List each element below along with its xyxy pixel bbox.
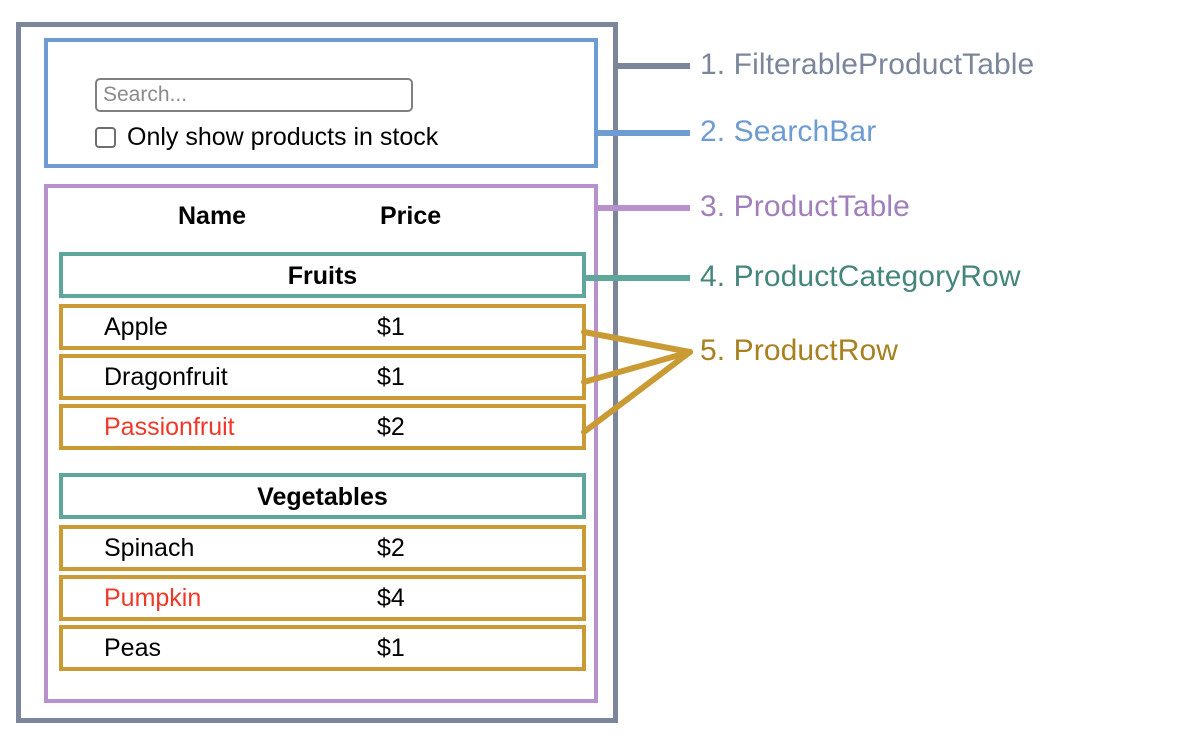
search-input[interactable] xyxy=(95,78,413,112)
product-row: Peas $1 xyxy=(59,625,586,671)
product-price: $4 xyxy=(377,584,405,612)
annotation-label-search-bar: 2. SearchBar xyxy=(700,115,877,148)
product-name: Passionfruit xyxy=(104,413,235,441)
in-stock-checkbox-label: Only show products in stock xyxy=(127,123,439,151)
product-name: Pumpkin xyxy=(104,584,202,612)
product-name: Dragonfruit xyxy=(104,363,228,391)
product-category-row: Vegetables xyxy=(59,473,586,519)
category-label: Vegetables xyxy=(257,483,388,511)
annotation-label-product-category-row: 4. ProductCategoryRow xyxy=(700,260,1021,293)
annotation-label-product-table: 3. ProductTable xyxy=(700,190,910,223)
column-header-price: Price xyxy=(380,202,442,230)
product-row: Dragonfruit $1 xyxy=(59,354,586,400)
product-row: Passionfruit $2 xyxy=(59,404,586,450)
in-stock-checkbox[interactable] xyxy=(95,127,116,148)
product-price: $2 xyxy=(377,413,405,441)
product-name: Apple xyxy=(104,313,168,341)
product-category-row: Fruits xyxy=(59,252,586,298)
product-name: Peas xyxy=(104,634,161,662)
product-name: Spinach xyxy=(104,534,195,562)
product-row: Apple $1 xyxy=(59,304,586,350)
product-table-header: Name Price xyxy=(58,198,584,242)
product-price: $1 xyxy=(377,634,405,662)
annotation-label-filterable-product-table: 1. FilterableProductTable xyxy=(700,48,1035,81)
annotation-label-product-row: 5. ProductRow xyxy=(700,334,899,367)
in-stock-filter-row[interactable]: Only show products in stock xyxy=(95,125,438,150)
product-row: Pumpkin $4 xyxy=(59,575,586,621)
column-header-name: Name xyxy=(178,202,247,230)
product-price: $1 xyxy=(377,363,405,391)
category-label: Fruits xyxy=(287,262,358,290)
product-price: $1 xyxy=(377,313,405,341)
search-bar: Only show products in stock xyxy=(44,38,598,168)
product-price: $2 xyxy=(377,534,405,562)
product-row: Spinach $2 xyxy=(59,525,586,571)
product-table: Name Price Fruits Apple $1 Dragonfruit $… xyxy=(44,184,598,703)
